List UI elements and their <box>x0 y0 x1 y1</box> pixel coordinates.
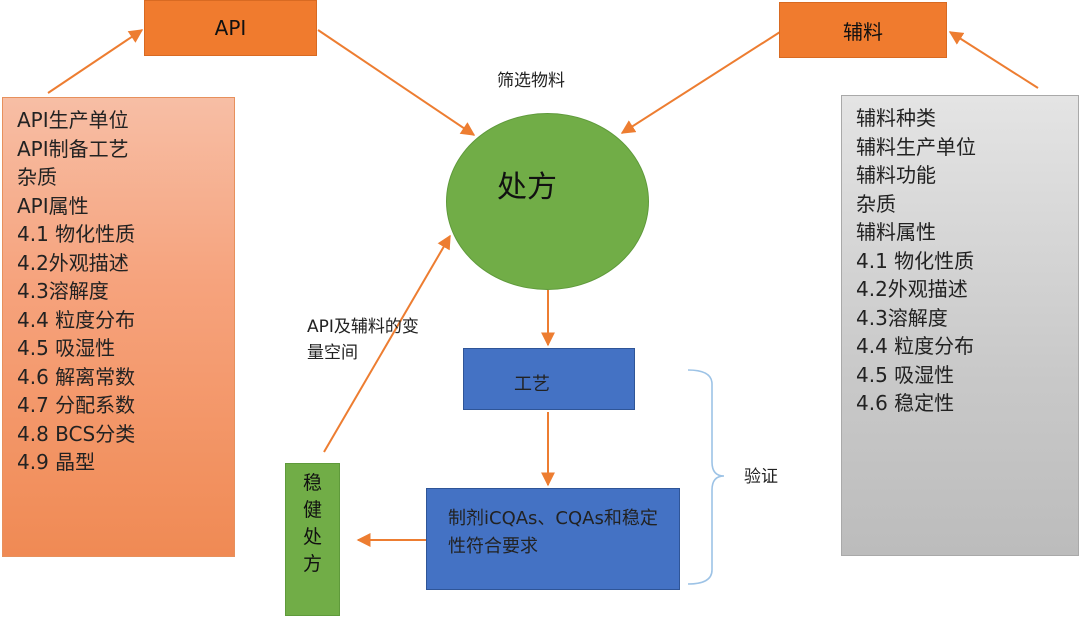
excipient-property-item: 4.6 稳定性 <box>856 391 955 415</box>
formulation-label: 处方 <box>497 170 557 205</box>
excipient-property-item: 4.1 物化性质 <box>856 248 975 273</box>
requirement-line: 制剂iCQAs、CQAs和稳定 <box>448 508 658 529</box>
excipient-property-item: 4.4 粒度分布 <box>856 334 975 358</box>
arrow-left-panel-to-api <box>47 29 144 94</box>
excipient-property-item: 4.2外观描述 <box>856 277 968 301</box>
robust-char: 处 <box>302 526 322 548</box>
robust-char: 方 <box>302 553 322 575</box>
robust-char: 稳 <box>302 472 322 494</box>
api-property-item: 4.2外观描述 <box>17 250 129 275</box>
requirement-line: 性符合要求 <box>448 536 538 557</box>
variable-space-label: API及辅料的变 量空间 <box>307 314 419 366</box>
excipient-properties-panel: 辅料种类 辅料生产单位 辅料功能 杂质 辅料属性 4.1 物化性质 4.2外观描… <box>841 95 1079 556</box>
requirement-label: 制剂iCQAs、CQAs和稳定 性符合要求 <box>448 505 658 561</box>
variable-space-line: 量空间 <box>307 343 358 363</box>
api-property-item: 4.5 吸湿性 <box>17 336 116 360</box>
excipient-property-item: 辅料属性 <box>856 220 936 244</box>
api-property-item: API生产单位 <box>17 108 129 132</box>
api-property-item: API制备工艺 <box>17 136 129 161</box>
excipient-box: 辅料 <box>779 2 947 58</box>
excipient-box-label: 辅料 <box>843 19 883 44</box>
formulation-node <box>446 113 649 290</box>
arrow-right-panel-to-excipient <box>948 31 1039 89</box>
api-box-label: API <box>214 16 247 40</box>
robust-formulation-box: 稳 健 处 方 <box>285 463 340 616</box>
excipient-property-item: 杂质 <box>856 191 896 216</box>
requirement-box <box>426 488 680 590</box>
excipient-property-item: 辅料功能 <box>856 163 936 187</box>
excipient-property-item: 辅料种类 <box>856 106 936 130</box>
api-property-item: 4.6 解离常数 <box>17 364 136 389</box>
excipient-property-item: 4.3溶解度 <box>856 305 948 330</box>
api-property-item: 杂质 <box>17 165 57 189</box>
api-property-item: 4.4 粒度分布 <box>17 307 136 332</box>
api-box: API <box>144 0 317 56</box>
process-box <box>463 348 635 410</box>
api-property-item: 4.9 晶型 <box>17 450 96 474</box>
api-property-item: 4.1 物化性质 <box>17 222 136 246</box>
variable-space-line: API及辅料的变 <box>307 317 419 337</box>
screening-label: 筛选物料 <box>497 71 565 91</box>
api-property-item: API属性 <box>17 193 89 218</box>
validation-brace <box>687 369 725 585</box>
api-property-item: 4.8 BCS分类 <box>17 421 136 446</box>
arrow-robust-to-formulation <box>323 234 451 453</box>
api-property-item: 4.3溶解度 <box>17 279 109 303</box>
api-properties-panel: API生产单位 API制备工艺 杂质 API属性 4.1 物化性质 4.2外观描… <box>2 97 235 557</box>
validation-label: 验证 <box>744 467 778 487</box>
robust-char: 健 <box>302 499 322 521</box>
api-property-item: 4.7 分配系数 <box>17 393 136 417</box>
excipient-property-item: 4.5 吸湿性 <box>856 362 955 387</box>
arrow-api-to-formulation <box>317 29 476 136</box>
arrow-excipient-to-formulation <box>620 31 781 134</box>
process-label: 工艺 <box>514 374 550 395</box>
excipient-property-item: 辅料生产单位 <box>856 134 976 159</box>
